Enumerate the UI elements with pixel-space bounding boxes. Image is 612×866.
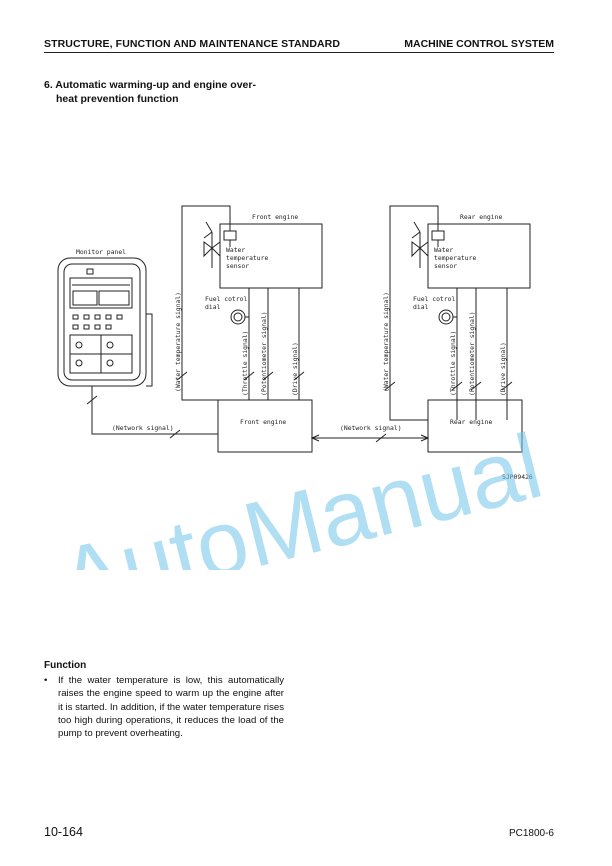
front-water-temp-signal: (Water temperature signal) <box>174 292 182 392</box>
header-rule <box>44 52 554 53</box>
rear-fuel-dial-line2: dial <box>413 303 429 311</box>
bullet-marker: • <box>44 675 48 686</box>
rear-water-sensor-line2: temperature <box>434 254 476 262</box>
rear-water-temp-signal: (Water temperature signal) <box>382 292 390 392</box>
rear-water-sensor-line3: sensor <box>434 262 457 270</box>
front-fuel-dial-line1: Fuel cotrol <box>205 295 247 303</box>
section-heading-line2: heat prevention function <box>56 93 179 105</box>
model-code: PC1800-6 <box>508 828 554 839</box>
system-diagram: Monitor panel Front engine Rear engine W… <box>57 205 533 481</box>
rear-controller-label: Rear engine <box>450 418 492 426</box>
rear-drive-signal: (Drive signal) <box>499 342 507 396</box>
rear-fuel-dial-line1: Fuel cotrol <box>413 295 455 303</box>
network-signal-right: (Network signal) <box>340 424 402 432</box>
rear-engine-label: Rear engine <box>460 213 502 221</box>
rear-water-sensor-line1: Water <box>434 246 453 254</box>
front-water-sensor-line2: temperature <box>226 254 268 262</box>
function-text: If the water temperature is low, this au… <box>58 675 284 740</box>
rear-potentiometer-signal: (Potentiometer signal) <box>468 311 476 396</box>
front-fuel-dial-line2: dial <box>205 303 221 311</box>
rear-throttle-signal: (Throttle signal) <box>449 331 457 396</box>
figure-code: 5JP09426 <box>502 473 533 481</box>
front-controller-label: Front engine <box>240 418 286 426</box>
front-throttle-signal: (Throttle signal) <box>241 331 249 396</box>
front-potentiometer-signal: (Potentiometer signal) <box>260 311 268 396</box>
section-heading-line1: 6. Automatic warming-up and engine over- <box>44 79 256 91</box>
network-signal-left: (Network signal) <box>112 424 174 432</box>
monitor-panel-label: Monitor panel <box>76 248 126 256</box>
rear-engine-controller <box>427 399 523 453</box>
header-section-title: STRUCTURE, FUNCTION AND MAINTENANCE STAN… <box>44 38 341 50</box>
header-chapter-title: MACHINE CONTROL SYSTEM <box>404 38 554 50</box>
front-water-sensor-line3: sensor <box>226 262 249 270</box>
front-drive-signal: (Drive signal) <box>291 342 299 396</box>
page-number: 10-164 <box>44 825 83 839</box>
front-engine-controller <box>217 399 313 453</box>
function-heading: Function <box>44 660 87 671</box>
section-heading: 6. Automatic warming-up and engine over-… <box>44 78 294 106</box>
monitor-panel <box>57 257 147 387</box>
front-engine-label: Front engine <box>252 213 298 221</box>
front-water-sensor-line1: Water <box>226 246 245 254</box>
function-body: • If the water temperature is low, this … <box>44 674 284 740</box>
